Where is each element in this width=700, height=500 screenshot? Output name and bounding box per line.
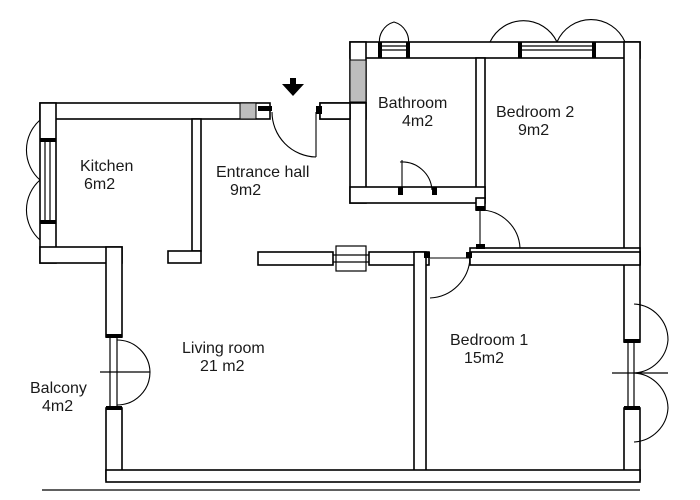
- wall-living-bed1-divider: [413, 251, 427, 481]
- wall-bath-bed2-divider: [475, 57, 486, 199]
- swing-bed2-window-left: [489, 20, 558, 43]
- kitchen-area: 6m2: [84, 176, 116, 193]
- kitchen-label: Kitchen 6m2: [80, 158, 133, 194]
- wall-bathroom-bottom: [349, 186, 486, 204]
- swing-bedroom1-door: [429, 257, 471, 299]
- jamb-posts: [40, 42, 640, 410]
- post-bath-window-left: [378, 42, 382, 58]
- swing-bedroom2-door: [479, 209, 521, 249]
- post-balcony-bottom: [106, 406, 122, 410]
- wall-top-kitchen: [39, 102, 271, 120]
- wall-living-top-left: [257, 251, 334, 266]
- post-balcony-top: [106, 334, 122, 338]
- bathroom-area: 4m2: [402, 113, 434, 130]
- living-room-label: Living room 21 m2: [182, 340, 265, 376]
- post-bed1-door-left: [424, 252, 430, 258]
- hatch-wall-bathroom: [349, 59, 367, 103]
- balcony-area: 4m2: [42, 398, 74, 415]
- door-swings: [25, 19, 669, 443]
- wall-kitchen-right-foot: [167, 250, 202, 264]
- post-bath-door-right: [432, 187, 437, 195]
- post-kitchen-window-bottom: [40, 220, 56, 224]
- wall-kitchen-left: [39, 102, 57, 264]
- bedroom1-label: Bedroom 1 15m2: [450, 332, 528, 368]
- living-room-name: Living room: [182, 340, 265, 357]
- bathroom-name: Bathroom: [378, 95, 448, 112]
- swing-bath-window-left: [378, 21, 410, 47]
- swing-bed1-window-upper: [633, 303, 669, 374]
- hatched-walls: [239, 59, 367, 120]
- post-bed2-window-left: [518, 42, 522, 58]
- swing-kitchen-window-upper: [25, 119, 41, 181]
- bedroom1-area: 15m2: [464, 350, 505, 367]
- post-kitchen-window-top: [40, 138, 56, 142]
- wall-bottom: [105, 469, 641, 483]
- post-bed1-door-right: [466, 252, 472, 258]
- swing-bathroom-door: [399, 161, 433, 191]
- balcony-name: Balcony: [30, 380, 87, 397]
- bedroom1-name: Bedroom 1: [450, 332, 529, 349]
- balcony-label: Balcony 4m2: [30, 380, 87, 416]
- post-bed1-window-bottom: [624, 406, 640, 410]
- post-entrance-right: [316, 106, 322, 114]
- post-bed2-door-top: [476, 206, 485, 211]
- swing-bed1-window-lower: [633, 372, 669, 443]
- post-bath-window-right: [406, 42, 410, 58]
- post-bed2-door-bottom: [476, 244, 485, 249]
- entrance-hall-area: 9m2: [230, 182, 262, 199]
- bathroom-label: Bathroom 4m2: [378, 95, 447, 131]
- wall-living-left-upper: [105, 246, 123, 338]
- wall-bed1-top: [469, 251, 641, 266]
- swing-balcony-door-lower: [116, 371, 151, 406]
- hatch-wall-entrance: [239, 102, 257, 120]
- entrance-hall-label: Entrance hall 9m2: [216, 164, 309, 200]
- post-bed2-window-right: [592, 42, 596, 58]
- kitchen-name: Kitchen: [80, 158, 134, 175]
- post-bed1-window-top: [624, 339, 640, 343]
- swing-balcony-door-upper: [116, 339, 151, 373]
- post-bath-door-left: [398, 187, 403, 195]
- living-room-area: 21 m2: [200, 358, 245, 375]
- swing-entrance-door: [271, 111, 317, 158]
- swing-kitchen-window-lower: [25, 179, 41, 241]
- entrance-hall-name: Entrance hall: [216, 164, 310, 181]
- wall-entrance-right: [319, 102, 351, 120]
- window-living-top-frame: [335, 245, 367, 272]
- bedroom2-label: Bedroom 2 9m2: [496, 104, 574, 140]
- bedroom2-area: 9m2: [518, 122, 550, 139]
- swing-bed2-window-right: [556, 19, 626, 43]
- post-entrance-left: [258, 106, 272, 111]
- wall-kitchen-right: [191, 118, 202, 252]
- down-arrow-icon: [282, 78, 304, 96]
- windows: [44, 45, 668, 408]
- bedroom2-name: Bedroom 2: [496, 104, 575, 121]
- wall-right-upper: [623, 41, 641, 343]
